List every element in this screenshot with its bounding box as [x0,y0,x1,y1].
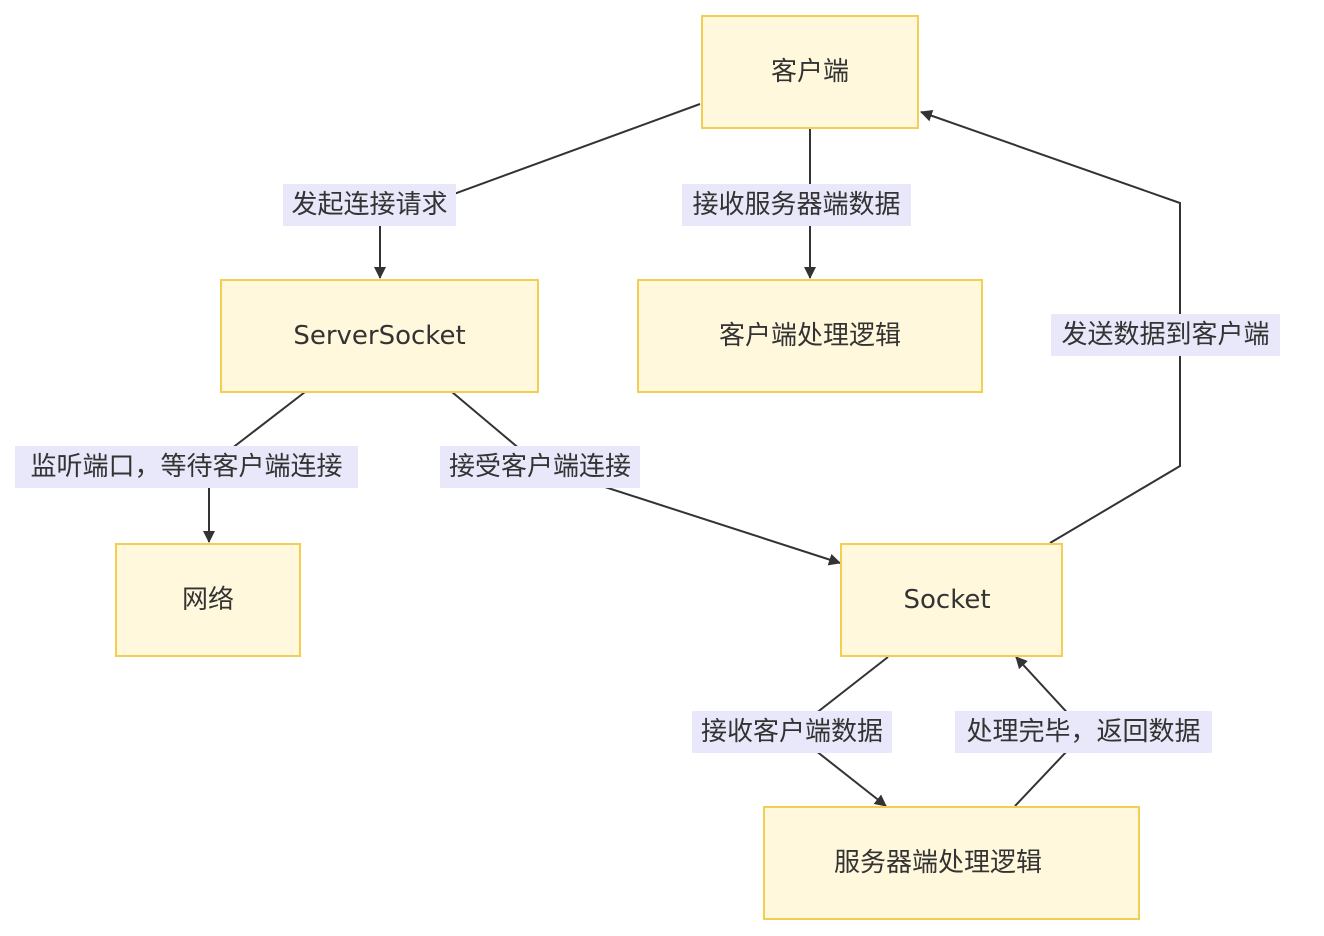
edge-label-receive-server-data-text: 接收服务器端数据 [692,190,900,220]
node-server-socket: ServerSocket [220,279,539,393]
edge-label-receive-server-data: 接收服务器端数据 [682,184,911,226]
edge-label-listen-port: 监听端口，等待客户端连接 [15,446,358,488]
node-client-label: 客户端 [771,57,849,87]
node-socket: Socket [840,543,1063,657]
node-socket-label: Socket [903,585,990,615]
node-server-socket-label: ServerSocket [293,321,465,351]
node-server-logic: 服务器端处理逻辑 [763,806,1140,920]
edge-label-connect-request: 发起连接请求 [283,184,456,226]
edge-label-return-data-text: 处理完毕，返回数据 [966,717,1200,747]
node-network: 网络 [115,543,301,657]
edge-label-send-to-client: 发送数据到客户端 [1051,314,1280,356]
node-client: 客户端 [701,15,919,129]
edge-label-accept-connection: 接受客户端连接 [440,446,640,488]
node-server-logic-label: 服务器端处理逻辑 [834,848,1042,878]
node-client-logic-label: 客户端处理逻辑 [719,321,901,351]
edge-label-listen-port-text: 监听端口，等待客户端连接 [30,452,342,482]
edge-label-receive-client-data: 接收客户端数据 [692,711,892,753]
edge-label-connect-request-text: 发起连接请求 [291,190,447,220]
node-client-logic: 客户端处理逻辑 [637,279,983,393]
edge-label-send-to-client-text: 发送数据到客户端 [1061,320,1269,350]
edge-label-return-data: 处理完毕，返回数据 [955,711,1212,753]
edge-label-accept-connection-text: 接受客户端连接 [449,452,631,482]
edge-label-receive-client-data-text: 接收客户端数据 [701,717,883,747]
node-network-label: 网络 [182,585,234,615]
